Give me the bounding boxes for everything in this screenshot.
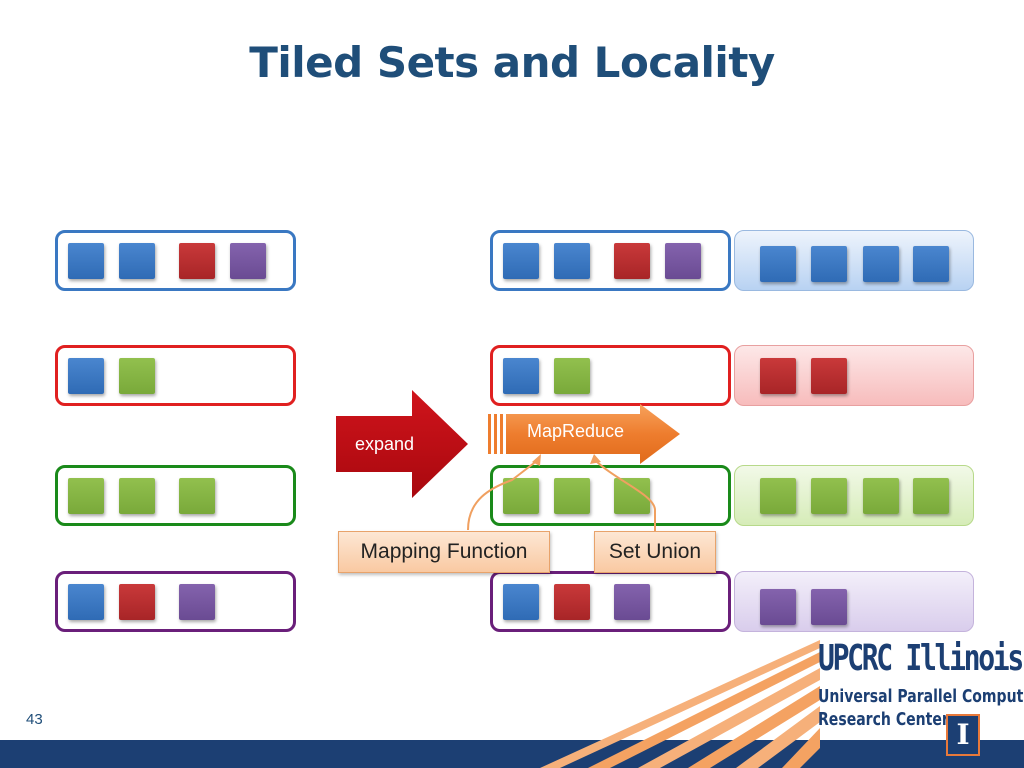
tile-green	[760, 478, 796, 514]
tile-red	[760, 358, 796, 394]
input-set-blue	[55, 230, 296, 291]
mid-set-purple	[490, 571, 731, 632]
tile-blue	[554, 243, 590, 279]
tile-blue	[913, 246, 949, 282]
mapreduce-arrow	[488, 404, 680, 464]
logo-wordmark: UPCRC Illinois	[818, 638, 1024, 679]
tile-red	[179, 243, 215, 279]
tile-green	[179, 478, 215, 514]
tile-green	[554, 478, 590, 514]
logo-subtitle-line2: Research Center	[818, 709, 949, 730]
tile-blue	[760, 246, 796, 282]
tile-red	[119, 584, 155, 620]
result-set-blue	[734, 230, 974, 291]
tile-blue	[811, 246, 847, 282]
mapping-function-callout: Mapping Function	[338, 531, 550, 573]
logo-rays	[540, 640, 820, 768]
tile-blue	[503, 243, 539, 279]
tile-blue	[68, 584, 104, 620]
tile-purple	[665, 243, 701, 279]
tile-green	[863, 478, 899, 514]
tile-blue	[503, 584, 539, 620]
tile-green	[119, 478, 155, 514]
result-set-purple	[734, 571, 974, 632]
tile-green	[554, 358, 590, 394]
callout-connectors	[467, 454, 656, 532]
result-set-red	[734, 345, 974, 406]
tile-green	[503, 478, 539, 514]
mid-set-red	[490, 345, 731, 406]
footer-bar	[0, 740, 1024, 768]
tile-green	[913, 478, 949, 514]
tile-blue	[68, 243, 104, 279]
tile-green	[68, 478, 104, 514]
tile-purple	[811, 589, 847, 625]
input-set-red	[55, 345, 296, 406]
tile-red	[554, 584, 590, 620]
mid-set-blue	[490, 230, 731, 291]
logo-subtitle-line1: Universal Parallel Computing	[818, 686, 1024, 707]
slide-title: Tiled Sets and Locality	[249, 38, 775, 87]
result-set-green	[734, 465, 974, 526]
page-number: 43	[26, 711, 43, 728]
tile-purple	[230, 243, 266, 279]
tile-purple	[179, 584, 215, 620]
tile-purple	[760, 589, 796, 625]
mid-set-green	[490, 465, 731, 526]
expand-label: expand	[355, 434, 415, 454]
tile-blue	[503, 358, 539, 394]
tile-blue	[68, 358, 104, 394]
tile-green	[811, 478, 847, 514]
tile-green	[119, 358, 155, 394]
set-union-callout: Set Union	[594, 531, 716, 573]
tile-blue	[863, 246, 899, 282]
input-set-green	[55, 465, 296, 526]
illinois-shield-icon: I	[946, 714, 980, 756]
tile-blue	[119, 243, 155, 279]
tile-red	[614, 243, 650, 279]
tile-red	[811, 358, 847, 394]
expand-arrow	[336, 390, 468, 498]
mapreduce-label: MapReduce	[527, 421, 625, 441]
input-set-purple	[55, 571, 296, 632]
tile-purple	[614, 584, 650, 620]
